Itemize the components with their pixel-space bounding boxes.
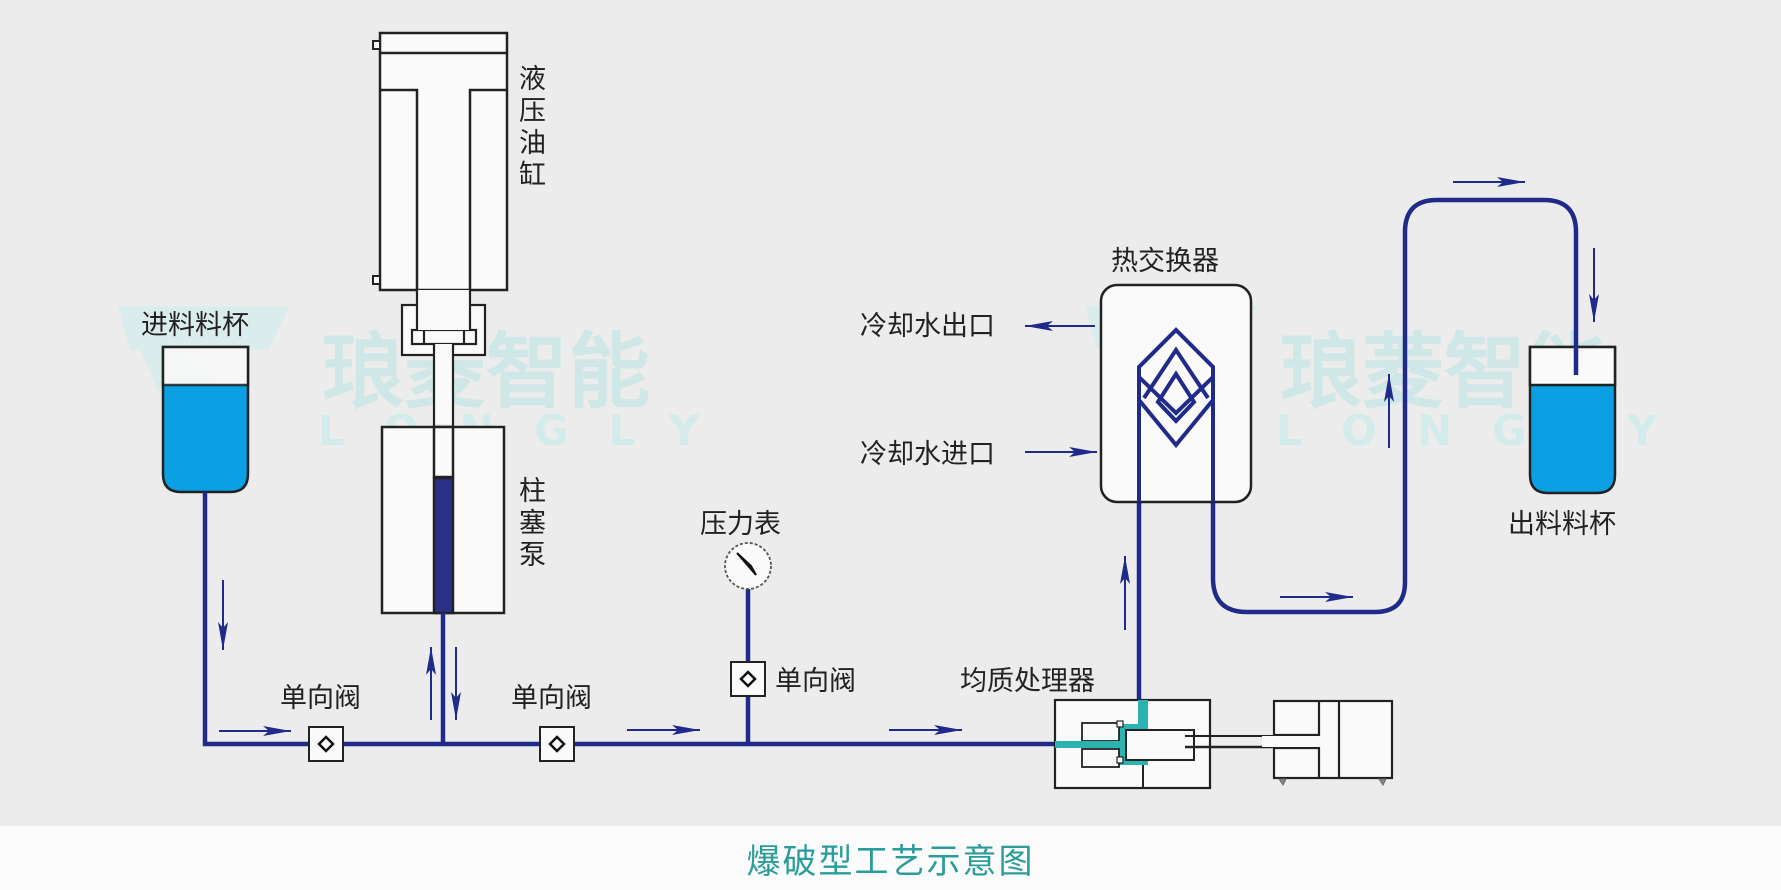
caption-bar: 爆破型工艺示意图 (0, 826, 1781, 890)
inlet-pipe (202, 492, 1055, 747)
flow-arrow-right-icon (627, 725, 700, 735)
flow-arrow-up-icon (1120, 556, 1130, 630)
svg-text:缸: 缸 (519, 160, 546, 191)
check-valve-1-label: 单向阀 (280, 683, 361, 714)
flow-arrow-right-icon (219, 726, 291, 736)
check-valve-3: 单向阀 (730, 661, 856, 697)
gauge-needle-icon (736, 552, 757, 576)
flow-arrow-up-icon (426, 647, 436, 720)
flow-arrow-down-icon (451, 647, 461, 720)
valve-icon (739, 670, 757, 688)
hydraulic-cylinder (372, 31, 509, 292)
outlet-cup-label: 出料料杯 (1508, 509, 1616, 540)
plunger-pump (380, 425, 506, 615)
flow-arrows (218, 177, 1599, 736)
check-valve-2: 单向阀 (511, 683, 592, 762)
cooling-water-in-label: 冷却水进口 (860, 439, 995, 470)
check-valve-3-label: 单向阀 (775, 666, 856, 697)
port-icon (372, 40, 381, 50)
flow-arrow-right-icon (1453, 177, 1525, 187)
check-valve-1: 单向阀 (280, 683, 361, 762)
homogenizer: 均质处理器 (960, 666, 1274, 790)
plunger-pump-label: 柱 塞 泵 (519, 476, 546, 571)
exchanger-to-outlet-pipe (1210, 197, 1579, 615)
port-icon (372, 275, 381, 285)
drive-unit (1262, 699, 1394, 786)
pressure-gauge: 压力表 (700, 509, 781, 590)
svg-text:压: 压 (519, 96, 546, 127)
svg-text:柱: 柱 (519, 476, 546, 507)
foot-icon (1278, 778, 1287, 786)
watermark-brand-en: LONGLY (1276, 406, 1697, 455)
process-diagram: 琅菱智能 LONGLY 琅菱智能 LONGLY 液 压 油 缸 (118, 31, 1697, 790)
cooling-in-arrow-icon (1025, 447, 1097, 457)
cooling-water-out-label: 冷却水出口 (860, 311, 995, 342)
flow-arrow-right-icon (889, 725, 962, 735)
valve-icon (548, 735, 566, 753)
flow-arrow-up-icon (1384, 374, 1394, 448)
cooling-out-arrow-icon (1025, 321, 1095, 331)
check-valve-2-label: 单向阀 (511, 683, 592, 714)
inlet-cup-label: 进料料杯 (141, 310, 249, 341)
diagram-canvas: 琅菱智能 LONGLY 琅菱智能 LONGLY 液 压 油 缸 (118, 31, 1697, 790)
heat-exchanger: 热交换器 (1099, 246, 1253, 504)
svg-text:泵: 泵 (519, 540, 546, 571)
svg-text:塞: 塞 (519, 508, 546, 539)
outlet-cup: 出料料杯 (1508, 345, 1617, 540)
heat-exchanger-label: 热交换器 (1111, 246, 1219, 277)
homogenizer-label: 均质处理器 (960, 666, 1095, 697)
flow-arrow-down-icon (1589, 248, 1599, 322)
flow-arrow-down-icon (218, 580, 228, 650)
flow-arrow-right-icon (1280, 592, 1353, 602)
diagram-title: 爆破型工艺示意图 (746, 841, 1035, 882)
inlet-cup: 进料料杯 (141, 310, 250, 494)
foot-icon (1378, 778, 1387, 786)
svg-text:液: 液 (519, 64, 546, 95)
pressure-gauge-label: 压力表 (700, 509, 781, 540)
coil-icon (1137, 327, 1215, 502)
hydraulic-cylinder-label: 液 压 油 缸 (519, 64, 546, 191)
svg-text:油: 油 (519, 128, 546, 159)
valve-icon (317, 735, 335, 753)
coupling (400, 290, 487, 478)
